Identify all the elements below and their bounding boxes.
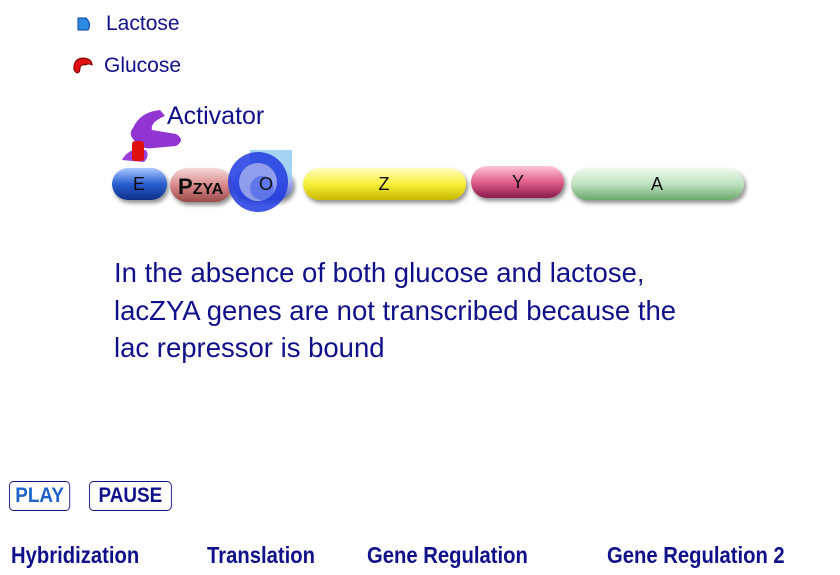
repressor-operator-label: O bbox=[259, 174, 273, 194]
legend-lactose: Lactose bbox=[76, 12, 180, 36]
segment-z: Z bbox=[303, 168, 466, 200]
nav-gene-regulation[interactable]: Gene Regulation bbox=[367, 542, 528, 568]
nav-gene-regulation-2[interactable]: Gene Regulation 2 bbox=[607, 542, 785, 568]
activator-label: Activator bbox=[167, 102, 265, 130]
lac-operon-diagram: E PZYA O Z Y A O bbox=[112, 110, 744, 212]
segment-y: Y bbox=[471, 166, 564, 198]
legend-glucose-label: Glucose bbox=[104, 54, 182, 77]
play-button[interactable]: PLAY bbox=[9, 481, 71, 511]
segment-a: A bbox=[571, 168, 744, 200]
segment-promoter: PZYA bbox=[170, 168, 232, 202]
caption-line-3: lac repressor is bound bbox=[114, 332, 385, 363]
segment-promoter-label: PZYA bbox=[178, 174, 224, 199]
lac-repressor: O bbox=[228, 150, 292, 212]
pause-button[interactable]: PAUSE bbox=[89, 481, 172, 511]
segment-promoter-sub: ZYA bbox=[193, 181, 224, 198]
segment-z-label: Z bbox=[379, 174, 390, 194]
legend-lactose-label: Lactose bbox=[106, 12, 180, 35]
nav-translation[interactable]: Translation bbox=[207, 542, 315, 568]
camp-marker bbox=[132, 141, 144, 161]
segment-e-label: E bbox=[133, 174, 145, 194]
segment-e: E bbox=[112, 168, 167, 200]
nav-hybridization[interactable]: Hybridization bbox=[11, 542, 140, 568]
glucose-shape-icon bbox=[73, 57, 93, 74]
caption-line-1: In the absence of both glucose and lacto… bbox=[114, 257, 645, 288]
segment-a-label: A bbox=[651, 174, 663, 194]
legend-glucose: Glucose bbox=[72, 54, 181, 78]
segment-promoter-letter: P bbox=[178, 174, 193, 199]
lactose-shape-icon bbox=[77, 17, 91, 31]
segment-y-label: Y bbox=[512, 172, 524, 192]
caption-line-2: lacZYA genes are not transcribed because… bbox=[114, 294, 677, 326]
caption: In the absence of both glucose and lacto… bbox=[114, 254, 794, 367]
